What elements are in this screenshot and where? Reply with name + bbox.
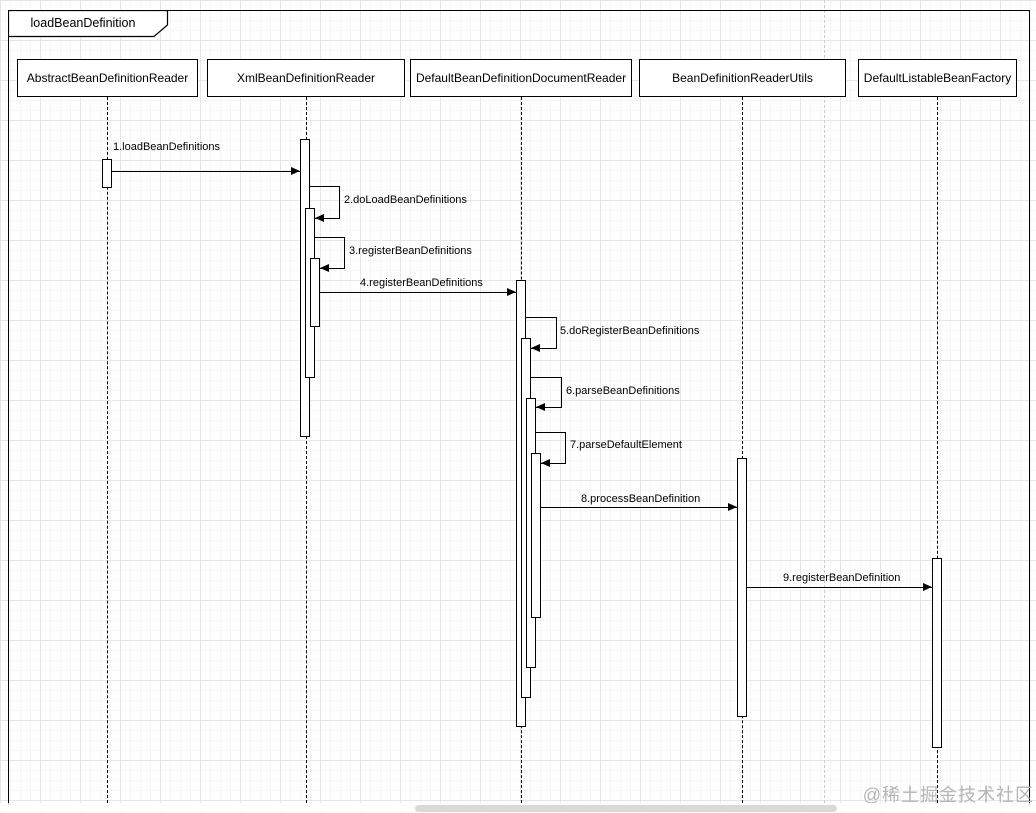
watermark: @稀土掘金技术社区	[862, 785, 1034, 805]
message-1-label: 1.loadBeanDefinitions	[113, 141, 221, 153]
frame-top-edge	[8, 10, 1029, 11]
message-7-label: 7.parseDefaultElement	[570, 439, 682, 451]
message-8-label: 8.processBeanDefinition	[581, 493, 701, 505]
frame-title: loadBeanDefinition	[30, 16, 136, 30]
message-6-arrowhead-icon	[536, 403, 545, 411]
message-3-arrowhead-icon	[320, 264, 329, 272]
frame-right-edge	[1029, 10, 1030, 805]
activation-readerutils	[737, 458, 747, 717]
message-6-label: 6.parseBeanDefinitions	[566, 385, 680, 397]
frame-left-edge	[8, 10, 9, 805]
participant-defaultbeandefinitiondocumentreader: DefaultBeanDefinitionDocumentReader	[410, 59, 632, 97]
message-3-selfcall-line	[315, 237, 345, 269]
activation-xmlreader-3	[310, 258, 320, 327]
message-1-arrowhead-icon	[291, 167, 300, 175]
message-4-label: 4.registerBeanDefinitions	[360, 277, 483, 289]
message-2-arrowhead-icon	[315, 214, 324, 222]
participant-xmlbeandefinitionreader: XmlBeanDefinitionReader	[207, 59, 405, 97]
activation-documentreader-4	[531, 453, 541, 618]
participant-label: DefaultListableBeanFactory	[863, 71, 1012, 85]
activation-abstractreader	[102, 159, 112, 188]
participant-label: AbstractBeanDefinitionReader	[26, 71, 189, 85]
message-9-label: 9.registerBeanDefinition	[783, 572, 901, 584]
horizontal-scrollbar-thumb[interactable]	[415, 805, 837, 812]
message-5-arrowhead-icon	[531, 344, 540, 352]
participant-defaultlistablebeanfactory: DefaultListableBeanFactory	[858, 59, 1017, 97]
lifeline-defaultlistablebeanfactory	[937, 97, 938, 803]
frame-title-tab	[8, 10, 169, 38]
message-9-arrowhead-icon	[923, 583, 932, 591]
message-5-label: 5.doRegisterBeanDefinitions	[560, 325, 700, 337]
message-4-arrowhead-icon	[507, 288, 516, 296]
message-8-arrowhead-icon	[728, 503, 737, 511]
message-3-label: 3.registerBeanDefinitions	[349, 245, 472, 257]
message-4-line	[320, 292, 516, 293]
message-2-selfcall-line	[310, 186, 340, 219]
message-1-line	[112, 171, 300, 172]
participant-abstractbeandefinitionreader: AbstractBeanDefinitionReader	[17, 59, 198, 97]
activation-beanfactory	[932, 558, 942, 748]
participant-label: BeanDefinitionReaderUtils	[672, 71, 813, 85]
participant-label: DefaultBeanDefinitionDocumentReader	[415, 71, 627, 85]
message-8-line	[541, 507, 737, 508]
page-boundary-line	[824, 0, 825, 813]
participant-label: XmlBeanDefinitionReader	[236, 71, 376, 85]
message-6-selfcall-line	[531, 377, 562, 408]
message-7-selfcall-line	[536, 432, 566, 464]
message-5-selfcall-line	[526, 317, 557, 349]
participant-beandefinitionreaderutils: BeanDefinitionReaderUtils	[639, 59, 846, 97]
lifeline-xmlbeandefinitionreader	[306, 97, 307, 803]
message-7-arrowhead-icon	[541, 459, 550, 467]
lifeline-beandefinitionreaderutils	[742, 97, 743, 803]
message-9-line	[747, 587, 932, 588]
message-2-label: 2.doLoadBeanDefinitions	[344, 194, 467, 206]
lifeline-abstractbeandefinitionreader	[107, 97, 108, 803]
